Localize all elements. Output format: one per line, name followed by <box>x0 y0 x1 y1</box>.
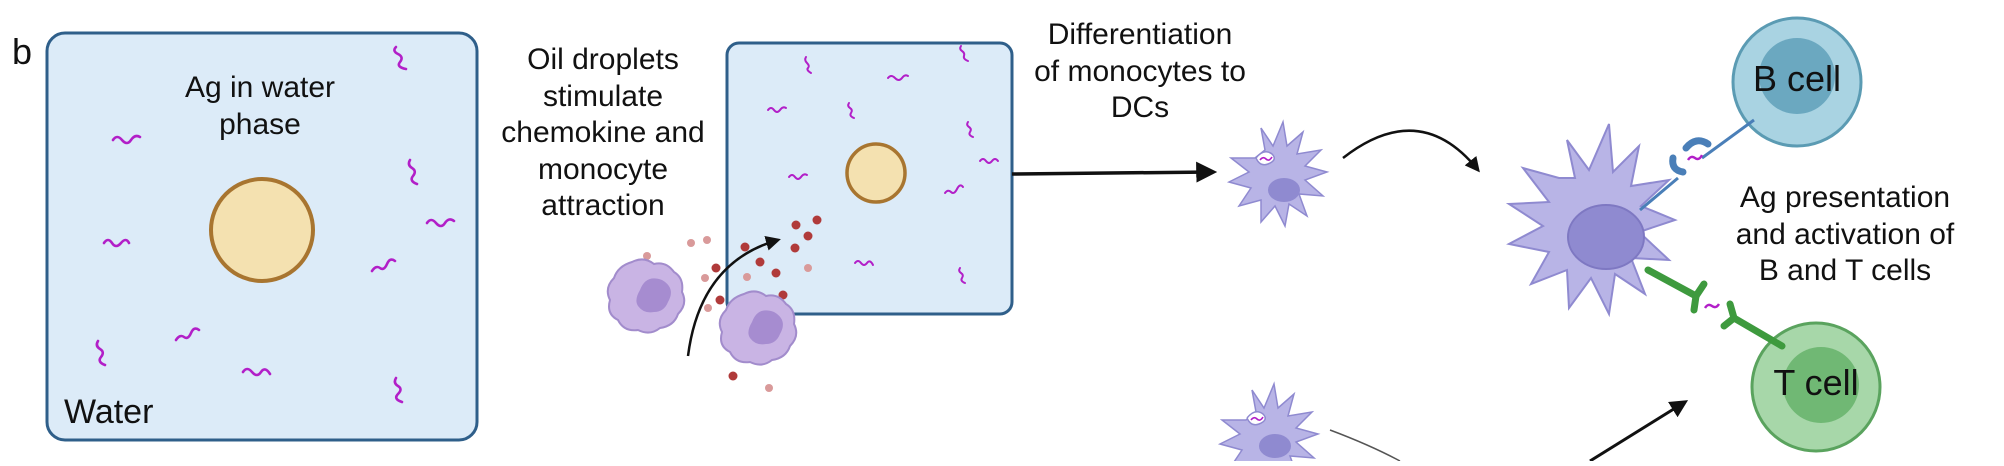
pres-text-line2: and activation of <box>1735 217 1955 251</box>
tcr-receptor <box>1644 266 1786 350</box>
pres-text-line1: Ag presentation <box>1739 181 1951 214</box>
antigen-squiggles <box>95 45 456 404</box>
b-cell <box>1731 16 1863 148</box>
dendritic-cell-small-lower <box>1217 381 1321 466</box>
ag-water-phase-label: Ag in water phase <box>170 70 350 143</box>
tcr-antigen <box>1703 303 1721 309</box>
lower-thin-line <box>1329 429 1401 462</box>
monocyte-right <box>718 290 798 366</box>
water-box <box>45 31 479 442</box>
differentiation-text: Differentiation of monocytes to DCs <box>1015 17 1265 127</box>
mhc-line <box>1639 176 1679 212</box>
dendritic-cell-large <box>1505 123 1678 318</box>
differentiation-arrow <box>1011 161 1218 183</box>
monocyte-left <box>606 258 686 334</box>
antigen-squiggles-small <box>767 45 999 284</box>
t-cell <box>1750 321 1882 453</box>
oil-text-line4: monocyte <box>537 152 669 186</box>
maturation-arrow <box>1342 129 1480 173</box>
oil-droplets-text: Oil droplets stimulate chemokine and mon… <box>488 42 718 225</box>
pres-text-line3: B and T cells <box>1758 254 1932 288</box>
lower-arrow <box>1589 400 1689 463</box>
ag-label-line2: phase <box>219 107 301 141</box>
attraction-arrow <box>686 236 781 357</box>
bcr-stalk <box>1701 118 1755 160</box>
oil-droplet-small <box>845 142 907 204</box>
diff-text-line1: Differentiation <box>1047 18 1233 51</box>
panel-label: b <box>12 31 33 72</box>
diff-text-line2: of monocytes to <box>1034 54 1246 88</box>
oil-text-line3: chemokine and <box>501 116 705 150</box>
water-label: Water <box>64 393 154 431</box>
b-cell-label: B cell <box>1752 58 1842 99</box>
presentation-text: Ag presentation and activation of B and … <box>1720 180 1970 290</box>
t-cell-label: T cell <box>1773 362 1859 403</box>
oil-text-line5: attraction <box>541 189 665 223</box>
oil-text-line2: stimulate <box>542 79 664 113</box>
dendritic-cell-small <box>1226 119 1330 229</box>
oil-text-line1: Oil droplets <box>527 43 679 76</box>
bcr-antigen <box>1686 154 1704 161</box>
diff-text-line3: DCs <box>1110 91 1170 125</box>
bcr-receptor <box>1669 137 1712 176</box>
oil-droplet <box>209 177 315 283</box>
oil-water-box <box>725 41 1014 316</box>
ag-label-line1: Ag in water <box>184 71 336 104</box>
